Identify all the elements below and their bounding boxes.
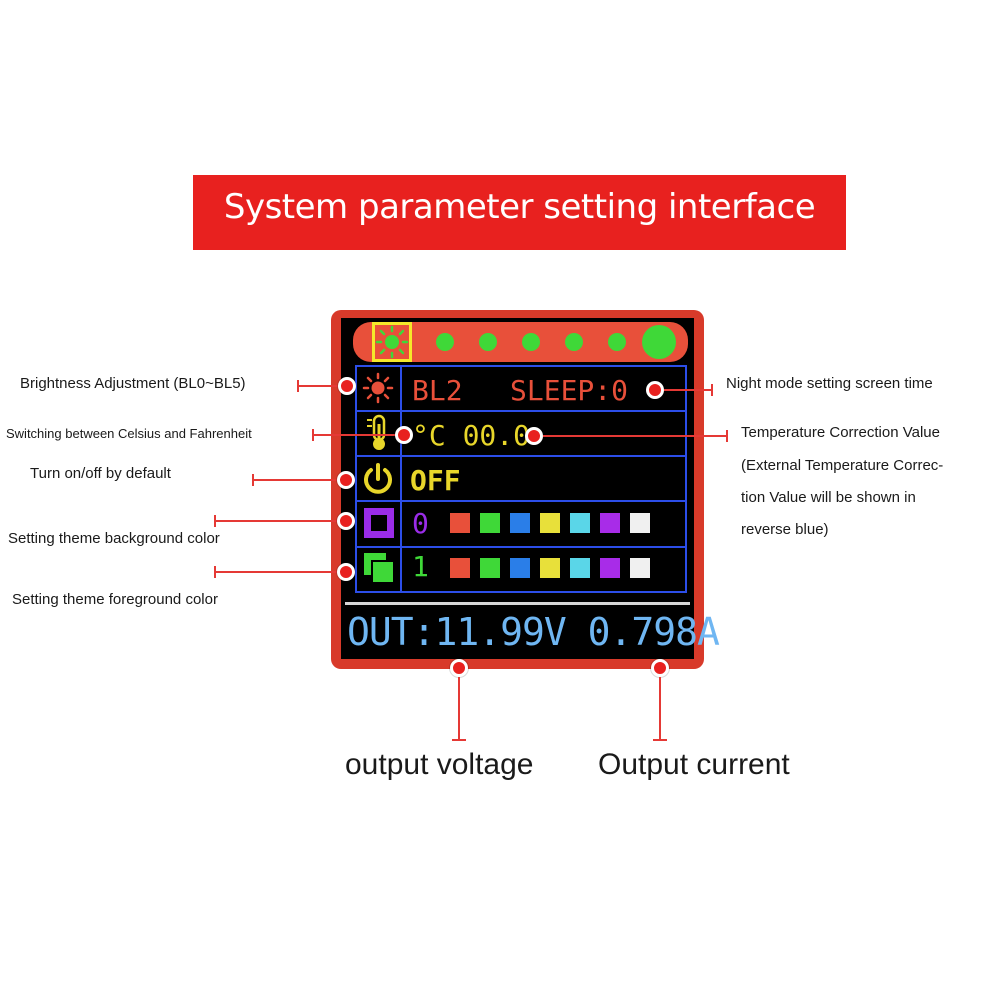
sleep-value[interactable]: SLEEP:0 bbox=[510, 374, 629, 407]
color-swatch[interactable] bbox=[510, 558, 530, 578]
annotation-line bbox=[543, 435, 727, 437]
annotation-marker bbox=[651, 659, 669, 677]
sun-icon bbox=[375, 325, 409, 359]
annotation-line bbox=[214, 571, 338, 573]
annotation-temp-correction-note: reverse blue) bbox=[741, 521, 829, 538]
annotation-line bbox=[711, 384, 713, 396]
color-swatch[interactable] bbox=[600, 513, 620, 533]
annotation-line bbox=[252, 479, 338, 481]
annotation-marker bbox=[338, 377, 356, 395]
color-swatch[interactable] bbox=[480, 513, 500, 533]
color-swatch[interactable] bbox=[570, 558, 590, 578]
annotation-marker bbox=[525, 427, 543, 445]
annotation-temp-correction-note: (External Temperature Correc- bbox=[741, 457, 944, 474]
color-swatch[interactable] bbox=[480, 558, 500, 578]
annotation-line bbox=[458, 677, 460, 740]
background-color-index[interactable]: 0 bbox=[412, 507, 429, 540]
background-color-icon bbox=[364, 508, 394, 538]
default-power-value[interactable]: OFF bbox=[410, 464, 461, 497]
annotation-line bbox=[452, 739, 466, 741]
title-banner: System parameter setting interface bbox=[193, 175, 846, 250]
annotation-line bbox=[726, 430, 728, 442]
annotation-marker bbox=[337, 471, 355, 489]
annotation-bg-color: Setting theme background color bbox=[8, 530, 220, 547]
color-swatch[interactable] bbox=[540, 558, 560, 578]
grid-divider bbox=[355, 500, 687, 502]
color-swatch[interactable] bbox=[570, 513, 590, 533]
annotation-line bbox=[214, 520, 338, 522]
annotation-marker bbox=[337, 512, 355, 530]
grid-divider bbox=[355, 410, 687, 412]
annotation-line bbox=[653, 739, 667, 741]
foreground-color-index[interactable]: 1 bbox=[412, 550, 429, 583]
annotation-marker bbox=[450, 659, 468, 677]
annotation-line bbox=[664, 389, 712, 391]
annotation-temp-correction-note: tion Value will be shown in bbox=[741, 489, 916, 506]
page-dot bbox=[565, 333, 583, 351]
annotation-line bbox=[659, 677, 661, 740]
color-swatch[interactable] bbox=[450, 513, 470, 533]
color-swatch[interactable] bbox=[510, 513, 530, 533]
color-swatch[interactable] bbox=[630, 558, 650, 578]
settings-grid bbox=[355, 365, 687, 593]
annotation-output-voltage: output voltage bbox=[345, 748, 534, 781]
annotation-brightness: Brightness Adjustment (BL0~BL5) bbox=[20, 375, 246, 392]
color-swatch[interactable] bbox=[450, 558, 470, 578]
color-swatch[interactable] bbox=[540, 513, 560, 533]
annotation-fg-color: Setting theme foreground color bbox=[12, 591, 218, 608]
output-separator bbox=[345, 602, 690, 605]
output-readout: OUT:11.99V 0.798A bbox=[347, 610, 720, 654]
page-title: System parameter setting interface bbox=[223, 187, 816, 227]
annotation-output-current: Output current bbox=[598, 748, 790, 781]
annotation-marker bbox=[337, 563, 355, 581]
page-dot bbox=[436, 333, 454, 351]
annotation-line bbox=[297, 385, 339, 387]
color-swatch[interactable] bbox=[600, 558, 620, 578]
annotation-marker bbox=[395, 426, 413, 444]
annotation-celsius: Switching between Celsius and Fahrenheit bbox=[6, 426, 252, 441]
page-dot bbox=[608, 333, 626, 351]
grid-divider bbox=[400, 365, 402, 593]
annotation-marker bbox=[646, 381, 664, 399]
sun-icon bbox=[362, 372, 394, 404]
page-dot bbox=[522, 333, 540, 351]
grid-divider bbox=[355, 546, 687, 548]
color-swatch[interactable] bbox=[630, 513, 650, 533]
brightness-tab-icon[interactable] bbox=[372, 322, 412, 362]
thermometer-icon bbox=[367, 414, 386, 450]
annotation-onoff: Turn on/off by default bbox=[30, 465, 171, 482]
page-dot bbox=[479, 333, 497, 351]
grid-divider bbox=[355, 455, 687, 457]
annotation-temp-correction: Temperature Correction Value bbox=[741, 424, 940, 441]
power-icon bbox=[364, 463, 392, 494]
brightness-value[interactable]: BL2 bbox=[412, 374, 463, 407]
annotation-line bbox=[312, 434, 396, 436]
temperature-correction-value[interactable]: °C 00.0 bbox=[412, 419, 531, 452]
foreground-color-icon bbox=[364, 553, 395, 584]
annotation-night-mode: Night mode setting screen time bbox=[726, 375, 933, 392]
page-dot-current bbox=[642, 325, 676, 359]
